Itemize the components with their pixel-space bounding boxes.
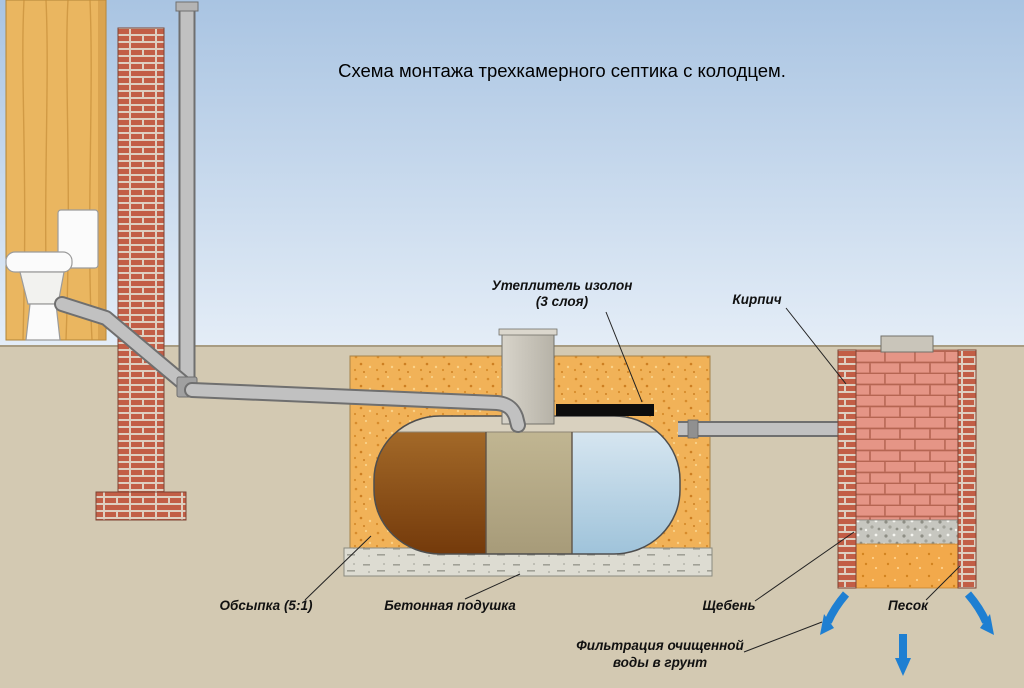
filtration-arrows <box>820 591 994 676</box>
arrow-left <box>820 591 850 635</box>
wood-wall-edge-shade <box>98 0 106 340</box>
well-right-wall <box>957 349 977 589</box>
brick-wall <box>117 27 165 493</box>
label-insulation-line1: Утеплитель изолон <box>492 278 633 293</box>
leader-insulation <box>605 311 643 403</box>
leader-sand <box>925 565 961 601</box>
well-interior-brick <box>855 349 959 521</box>
toilet <box>5 209 99 341</box>
sky <box>0 0 1024 346</box>
main-pipe-body <box>186 384 524 431</box>
label-insulation-line2: (3 слоя) <box>536 294 589 309</box>
main-sewer-pipe <box>184 382 526 433</box>
well-cover <box>880 335 934 353</box>
leader-filtration <box>743 621 823 653</box>
arrow-right <box>964 591 994 635</box>
vent-pipe-cap <box>175 1 199 12</box>
label-backfill: Обсыпка (5:1) <box>220 598 313 613</box>
septic-tank <box>373 415 681 555</box>
house <box>5 0 187 521</box>
tank-chamber-2 <box>486 416 572 554</box>
leader-backfill <box>304 535 372 601</box>
label-filtration-line2: воды в грунт <box>613 655 707 670</box>
label-gravel: Щебень <box>702 598 755 613</box>
vent-pipe <box>175 1 199 392</box>
sand-layer <box>855 543 959 589</box>
arrow-center <box>895 634 911 676</box>
tank-chamber-3 <box>572 416 680 554</box>
label-brick: Кирпич <box>732 292 781 307</box>
well-left-wall <box>837 349 857 589</box>
tank-chamber-1 <box>374 416 486 554</box>
label-concrete-pad: Бетонная подушка <box>384 598 516 613</box>
gravel-layer <box>855 519 959 545</box>
outlet-pipe <box>678 419 850 439</box>
drain-pipe-body <box>56 298 193 392</box>
tank-riser-lip <box>498 328 558 336</box>
toilet-pedestal <box>25 303 61 341</box>
label-sand: Песок <box>888 598 929 613</box>
leader-gravel <box>754 531 855 602</box>
toilet-drain-pipe <box>54 296 195 394</box>
leader-concrete-pad <box>464 573 521 600</box>
leader-lines <box>304 307 961 653</box>
leader-brick <box>785 307 847 385</box>
brick-footing <box>95 491 187 521</box>
label-filtration-line1: Фильтрация очищенной <box>576 638 744 653</box>
diagram-title: Схема монтажа трехкамерного септика с ко… <box>338 60 786 81</box>
outlet-pipe-coupling <box>687 419 699 439</box>
well <box>837 335 977 589</box>
toilet-seat <box>5 251 73 273</box>
insulation-layer <box>556 404 654 416</box>
